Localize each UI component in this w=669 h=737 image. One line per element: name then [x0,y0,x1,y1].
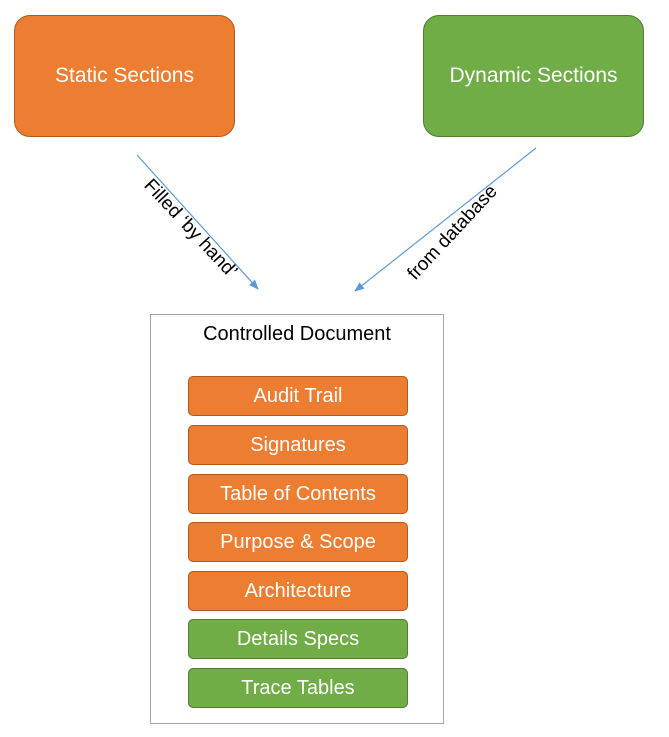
section-label: Signatures [250,433,346,456]
section-trace-tables: Trace Tables [188,668,408,708]
dynamic-sections-box: Dynamic Sections [423,15,644,137]
section-label: Purpose & Scope [220,530,376,553]
section-label: Audit Trail [253,384,343,407]
dynamic-to-document-arrow [354,147,537,292]
section-label: Table of Contents [220,482,376,505]
controlled-document: Controlled Document Audit Trail Signatur… [150,314,444,724]
section-label: Trace Tables [241,676,355,699]
from-database-label: from database [403,181,502,285]
section-label: Architecture [244,579,352,602]
section-purpose-scope: Purpose & Scope [188,522,408,562]
document-title: Controlled Document [203,323,391,345]
section-audit-trail: Audit Trail [188,376,408,416]
static-sections-box: Static Sections [14,15,235,137]
static-sections-label: Static Sections [55,64,194,87]
section-table-of-contents: Table of Contents [188,474,408,514]
section-label: Details Specs [236,627,360,650]
section-signatures: Signatures [188,425,408,465]
filled-by-hand-label: Filled ‘by hand’ [139,175,242,283]
dynamic-sections-label: Dynamic Sections [449,64,618,87]
section-details-specs: Details Specs [188,619,408,659]
section-architecture: Architecture [188,571,408,611]
